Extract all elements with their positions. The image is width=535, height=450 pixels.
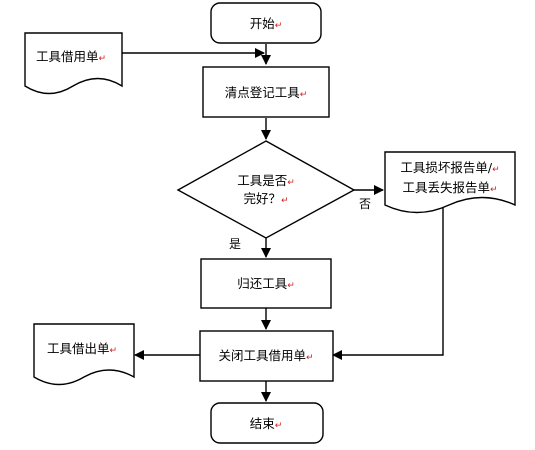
branch-label-no: 否 xyxy=(359,197,371,211)
paragraph-mark: ↵ xyxy=(281,196,289,206)
node-lend-out-form-label: 工具借出单 xyxy=(47,341,110,356)
node-borrow-form: 工具借用单↵ xyxy=(24,32,123,95)
node-lend-out-form: 工具借出单↵ xyxy=(33,323,135,386)
node-start-label: 开始 xyxy=(250,16,276,31)
svg-text:工具是否↵: 工具是否↵ xyxy=(237,173,295,188)
node-end-label: 结束 xyxy=(250,416,276,431)
paragraph-mark: ↵ xyxy=(109,346,117,356)
paragraph-mark: ↵ xyxy=(287,178,295,188)
paragraph-mark: ↵ xyxy=(98,54,106,64)
node-check-line2: 完好？ xyxy=(243,191,281,206)
node-check-line1: 工具是否 xyxy=(237,173,287,188)
connectors xyxy=(122,44,444,402)
node-end: 结束↵ xyxy=(210,402,324,444)
paragraph-mark: ↵ xyxy=(275,21,283,31)
svg-text:工具借用单↵: 工具借用单↵ xyxy=(36,49,106,64)
node-damage-report: 工具损坏报告单/↵ 工具丢失报告单↵ xyxy=(384,151,516,214)
paragraph-mark: ↵ xyxy=(287,281,295,291)
node-check: 工具是否↵ 完好？↵ xyxy=(176,140,356,239)
svg-text:工具丢失报告单↵: 工具丢失报告单↵ xyxy=(402,180,497,195)
node-close-form: 关闭工具借用单↵ xyxy=(199,330,334,382)
node-damage-report-line2: 工具丢失报告单 xyxy=(402,180,490,195)
svg-text:归还工具↵: 归还工具↵ xyxy=(237,276,295,291)
svg-text:清点登记工具↵: 清点登记工具↵ xyxy=(225,85,308,100)
node-inventory-label: 清点登记工具 xyxy=(225,85,301,100)
svg-text:完好？↵: 完好？↵ xyxy=(243,191,288,206)
paragraph-mark: ↵ xyxy=(300,90,308,100)
node-damage-report-line1: 工具损坏报告单/ xyxy=(400,160,493,175)
paragraph-mark: ↵ xyxy=(306,353,314,363)
svg-text:关闭工具借用单↵: 关闭工具借用单↵ xyxy=(218,348,313,363)
svg-text:工具借出单↵: 工具借出单↵ xyxy=(47,341,117,356)
node-borrow-form-label: 工具借用单 xyxy=(36,49,99,64)
svg-text:工具损坏报告单/↵: 工具损坏报告单/↵ xyxy=(400,160,499,175)
svg-text:结束↵: 结束↵ xyxy=(250,416,283,431)
arrow-damage-report-to-close xyxy=(332,205,444,360)
node-return-tools-label: 归还工具 xyxy=(237,276,288,291)
paragraph-mark: ↵ xyxy=(490,185,498,195)
branch-label-yes: 是 xyxy=(229,237,241,251)
svg-text:开始↵: 开始↵ xyxy=(250,16,283,31)
paragraph-mark: ↵ xyxy=(492,165,500,175)
node-start: 开始↵ xyxy=(210,2,322,44)
node-return-tools: 归还工具↵ xyxy=(200,258,332,309)
paragraph-mark: ↵ xyxy=(275,421,283,431)
node-close-form-label: 关闭工具借用单 xyxy=(218,348,306,363)
node-inventory: 清点登记工具↵ xyxy=(202,66,330,118)
